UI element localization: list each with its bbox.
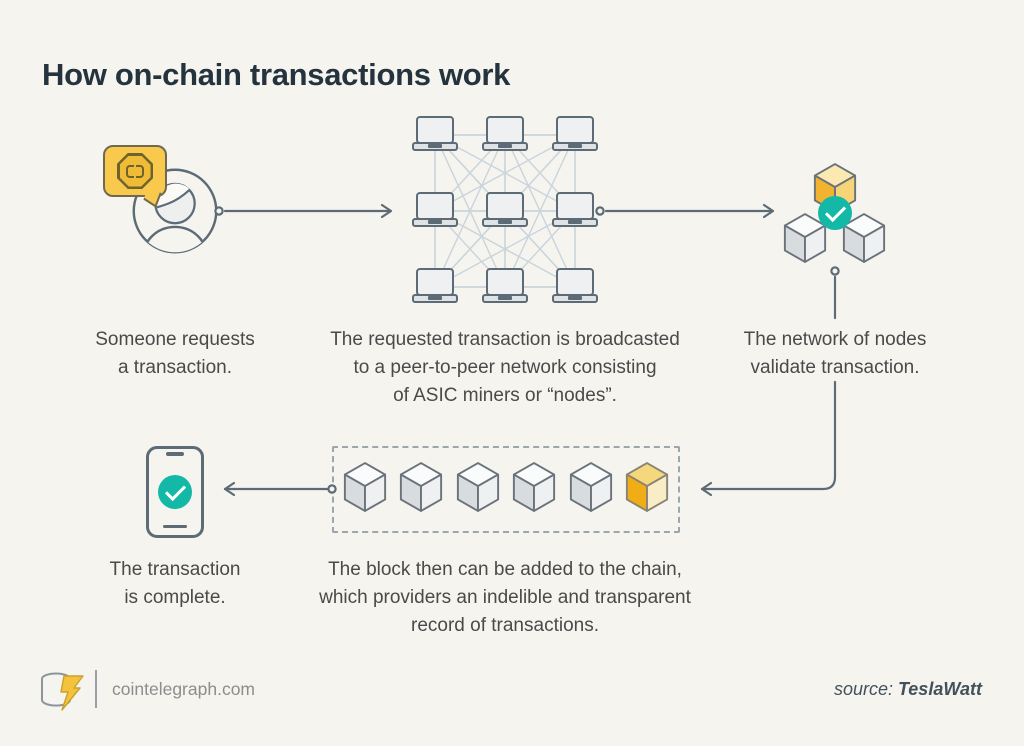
footer-source: source:TeslaWatt — [834, 679, 982, 700]
computer-node-icon — [482, 192, 528, 234]
block-cube-icon — [455, 461, 501, 513]
phone-home-bar — [163, 525, 187, 528]
computer-node-icon — [552, 192, 598, 234]
check-icon — [818, 196, 852, 230]
caption-validate: The network of nodes validate transactio… — [743, 329, 927, 378]
caption-complete: The transaction is complete. — [109, 559, 241, 608]
source-name: TeslaWatt — [897, 679, 982, 699]
smartphone-icon — [146, 446, 204, 538]
block-cube-icon — [568, 461, 614, 513]
block-cube-icon — [782, 212, 828, 264]
bracket-left-glyph — [126, 164, 134, 178]
coins-logo-icon — [36, 666, 90, 714]
footer-site-label: cointelegraph.com — [112, 679, 255, 699]
computer-node-icon — [412, 268, 458, 310]
phone-notch — [166, 452, 184, 456]
source-label: source: — [833, 679, 893, 699]
computer-node-icon — [552, 268, 598, 310]
block-cube-icon — [841, 212, 887, 264]
chain-cubes — [339, 461, 673, 518]
page-title: How on-chain transactions work — [42, 56, 511, 92]
block-cube-icon — [624, 461, 670, 513]
check-icon — [158, 475, 192, 509]
coin-icon — [117, 153, 153, 189]
footer-divider — [95, 670, 97, 708]
bracket-right-glyph — [136, 164, 144, 178]
speech-bubble-coin-icon — [103, 145, 167, 197]
computer-node-icon — [482, 268, 528, 310]
computer-node-icon — [412, 192, 458, 234]
blockchain-box — [332, 446, 680, 533]
caption-broadcast: The requested transaction is broadcasted… — [330, 329, 680, 406]
block-cube-icon — [511, 461, 557, 513]
caption-request: Someone requests a transaction. — [95, 329, 255, 378]
computer-node-icon — [482, 116, 528, 158]
block-cube-icon — [398, 461, 444, 513]
computer-node-icon — [552, 116, 598, 158]
computer-node-icon — [412, 116, 458, 158]
caption-chain: The block then can be added to the chain… — [319, 559, 691, 636]
block-cube-icon — [342, 461, 388, 513]
